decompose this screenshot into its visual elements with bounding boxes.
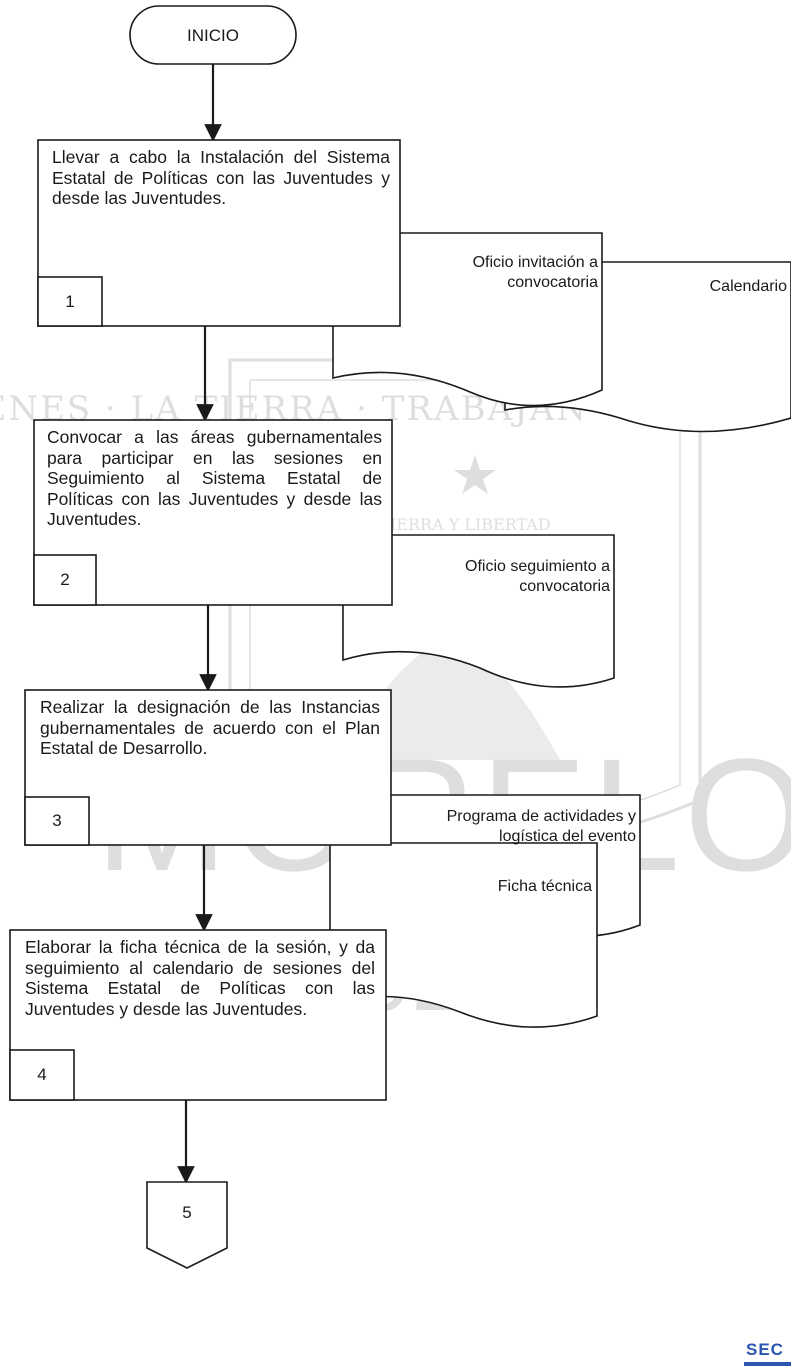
- step-1-number: 1: [65, 292, 75, 311]
- step-3-number: 3: [52, 811, 62, 830]
- watermark-volcano-icon: [340, 640, 560, 760]
- corner-text: SEC: [746, 1340, 784, 1359]
- step-2-number: 2: [60, 570, 70, 589]
- document-label-ficha-tecnica: Ficha técnica: [497, 878, 592, 895]
- start-label: INICIO: [187, 26, 239, 45]
- corner-accent-bar: [744, 1362, 791, 1366]
- connector-label: 5: [182, 1203, 192, 1222]
- number-cell-1: [37, 276, 103, 327]
- off-page-connector: [146, 1181, 228, 1269]
- step-2-text: Convocar a las áreas gubernamentales par…: [47, 427, 382, 529]
- watermark-seal-band: TIERRA Y LIBERTAD: [379, 515, 550, 534]
- step-4-number: 4: [37, 1065, 47, 1084]
- number-cell-2: [33, 554, 97, 606]
- document-shape-oficio-seguimiento: [342, 534, 615, 688]
- step-1-text: Llevar a cabo la Instalación del Sistema…: [52, 147, 390, 208]
- document-label-oficio-seguimiento: Oficio seguimiento a convocatoria: [465, 558, 610, 595]
- document-label-programa: Programa de actividades y logística del …: [446, 808, 636, 845]
- number-cell-4: [9, 1049, 75, 1101]
- document-label-calendario: Calendario: [709, 278, 787, 295]
- number-cell-3: [24, 796, 90, 846]
- step-3-text: Realizar la designación de las Instancia…: [40, 697, 380, 758]
- step-4-text: Elaborar la ficha técnica de la sesión, …: [25, 937, 375, 1019]
- document-label-oficio-invitacion: Oficio invitación a convocatoria: [472, 254, 598, 291]
- watermark-star-icon: [454, 455, 496, 494]
